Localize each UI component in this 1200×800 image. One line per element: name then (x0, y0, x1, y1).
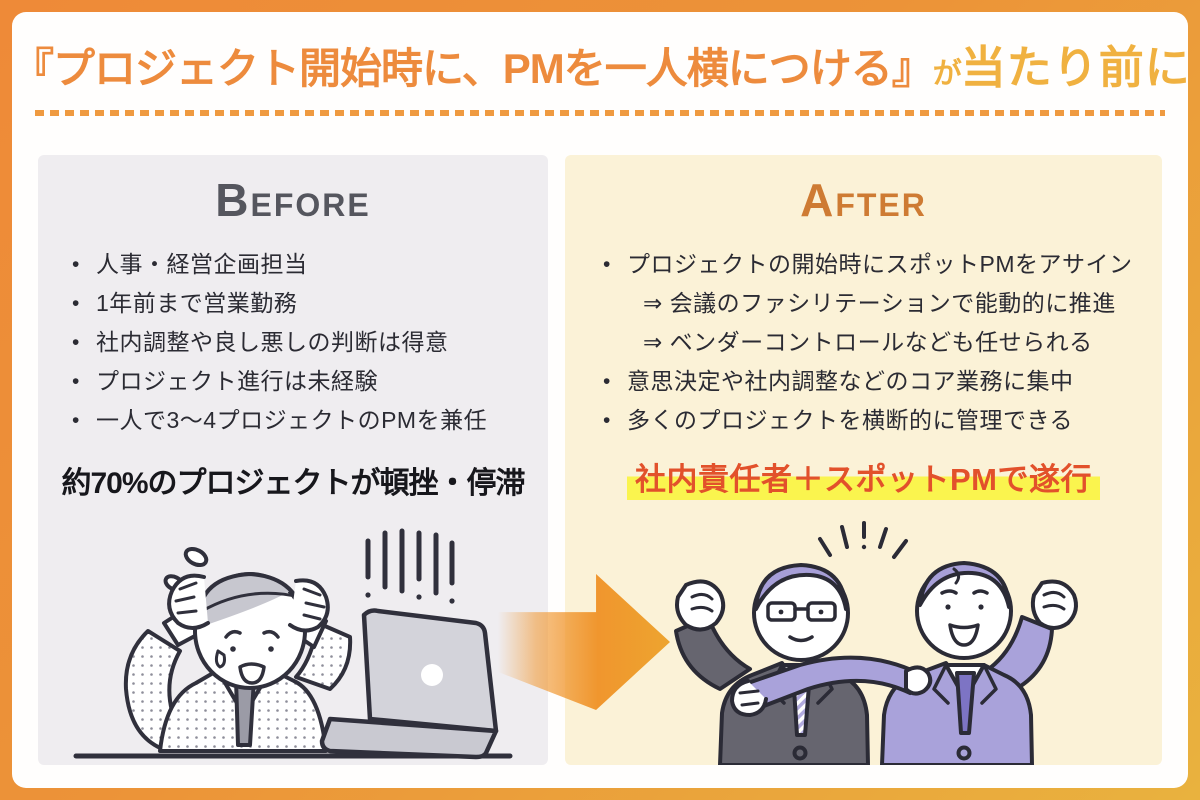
cheering-businessmen-illustration (565, 513, 1162, 765)
list-item: プロジェクト進行は未経験 (70, 370, 548, 393)
stress-marks (365, 528, 455, 604)
highlighted-text: 社内責任者＋スポットPMで遂行 (627, 460, 1100, 501)
dashed-divider (35, 109, 1165, 116)
before-panel: Before 人事・経営企画担当 1年前まで営業勤務 社内調整や良し悪しの判断は… (38, 155, 548, 765)
cheering-man (729, 561, 1078, 765)
before-statement: 約70%のプロジェクトが頓挫・停滞 (61, 467, 525, 500)
list-item: 一人で3〜4プロジェクトのPMを兼任 (70, 409, 548, 432)
man-with-glasses (673, 563, 870, 765)
title-particle: が (932, 58, 962, 90)
list-item: 社内調整や良し悪しの判断は得意 (70, 331, 548, 354)
list-item-sub: ⇒ ベンダーコントロールなども任せられる (643, 329, 1093, 355)
list-item: 多くのプロジェクトを横断的に管理できる (601, 409, 1162, 432)
comparison-area: Before 人事・経営企画担当 1年前まで営業勤務 社内調整や良し悪しの判断は… (38, 155, 1162, 765)
list-item: 1年前まで営業勤務 (70, 292, 548, 315)
title-quoted-text: 『プロジェクト開始時に、PMを一人横につける』 (12, 45, 934, 92)
after-panel: After プロジェクトの開始時にスポットPMをアサイン ⇒ 会議のファシリテー… (565, 155, 1162, 765)
stressed-worker-at-laptop-icon (73, 528, 513, 760)
laptop (319, 608, 499, 760)
infographic-card: 『プロジェクト開始時に、PMを一人横につける』が当たり前に Before 人事・… (12, 12, 1188, 788)
stressed-person (123, 572, 353, 753)
list-item: プロジェクトの開始時にスポットPMをアサイン (601, 253, 1162, 276)
list-item-sub: ⇒ 会議のファシリテーションで能動的に推進 (643, 290, 1116, 316)
before-header: Before (215, 174, 371, 226)
celebration-rays (817, 521, 908, 559)
before-bullet-list: 人事・経営企画担当 1年前まで営業勤務 社内調整や良し悪しの判断は得意 プロジェ… (38, 253, 548, 432)
after-statement: 社内責任者＋スポットPMで遂行 (565, 454, 1162, 501)
stressed-worker-illustration (38, 519, 548, 765)
list-item: 人事・経営企画担当 (70, 253, 548, 276)
two-cheering-businessmen-icon (673, 521, 1078, 765)
title-suffix: 当たり前に (960, 42, 1188, 93)
list-item: 意思決定や社内調整などのコア業務に集中 (601, 370, 1162, 393)
after-header: After (800, 174, 927, 226)
page-title: 『プロジェクト開始時に、PMを一人横につける』が当たり前に (12, 43, 1188, 93)
after-bullet-list: プロジェクトの開始時にスポットPMをアサイン ⇒ 会議のファシリテーションで能動… (565, 253, 1162, 432)
